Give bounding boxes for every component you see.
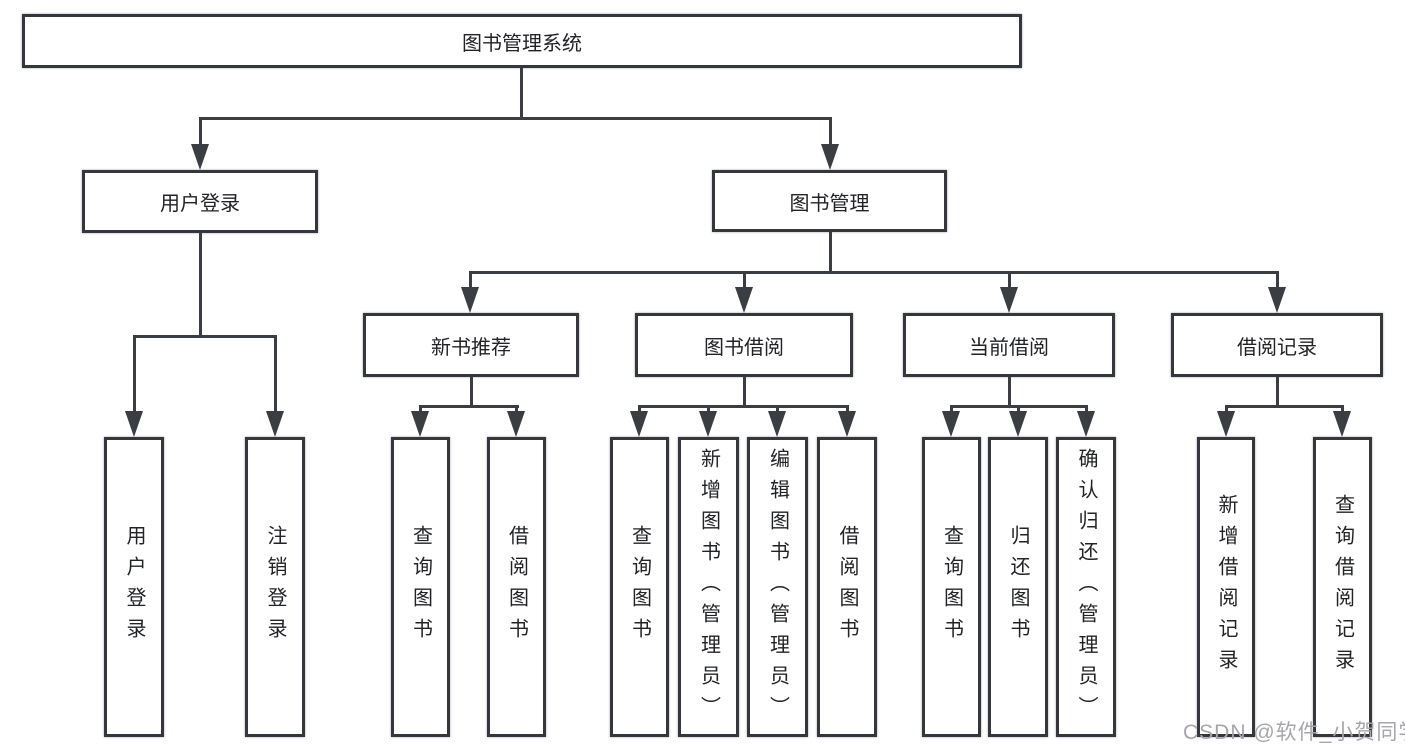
- arrow-down-icon: [1000, 287, 1018, 313]
- node-return-books: 归还图书: [988, 437, 1048, 737]
- node-label: 注销登录: [264, 525, 286, 649]
- arrow-down-icon: [821, 144, 839, 170]
- node-label: 新增借阅记录: [1215, 494, 1237, 680]
- connector-line: [1085, 405, 1088, 415]
- connector-line: [274, 335, 277, 413]
- connector-line: [133, 335, 136, 413]
- connector-line: [1276, 271, 1279, 291]
- node-query-borrow-record: 查询借阅记录: [1313, 437, 1372, 737]
- node-query-books-recommend: 查询图书: [391, 437, 450, 737]
- arrow-down-icon: [191, 144, 209, 170]
- node-label: 编辑图书（管理员）: [766, 447, 789, 727]
- arrow-down-icon: [1009, 411, 1027, 437]
- connector-line: [950, 405, 953, 415]
- connector-line: [419, 405, 422, 415]
- connector-line: [470, 377, 473, 408]
- node-label: 借阅图书: [505, 525, 528, 649]
- arrow-down-icon: [735, 287, 753, 313]
- node-new-book-recommend: 新书推荐: [363, 313, 579, 377]
- connector-line: [419, 405, 519, 408]
- arrow-down-icon: [1217, 411, 1235, 437]
- arrow-down-icon: [411, 411, 429, 437]
- node-library-system: 图书管理系统: [22, 14, 1022, 68]
- node-current-borrowing: 当前借阅: [903, 313, 1115, 377]
- node-label: 新增图书（管理员）: [697, 447, 720, 727]
- arrow-down-icon: [1333, 411, 1351, 437]
- node-label: 查询借阅记录: [1331, 494, 1354, 680]
- node-add-borrow-record: 新增借阅记录: [1197, 437, 1255, 737]
- arrow-down-icon: [125, 411, 143, 437]
- arrow-down-icon: [461, 287, 479, 313]
- arrow-down-icon: [507, 411, 525, 437]
- connector-line: [1341, 405, 1344, 415]
- arrow-down-icon: [838, 411, 856, 437]
- csdn-watermark: CSDN @软件_小贺同学: [1183, 721, 1405, 744]
- connector-line: [1225, 405, 1228, 415]
- arrow-down-icon: [266, 411, 284, 437]
- node-query-books-borrow: 查询图书: [610, 437, 669, 737]
- node-label: 图书管理系统: [462, 32, 582, 55]
- arrow-down-icon: [942, 411, 960, 437]
- connector-line: [707, 405, 710, 415]
- connector-line: [515, 405, 518, 415]
- connector-line: [469, 271, 1279, 274]
- node-edit-books-admin: 编辑图书（管理员）: [747, 437, 808, 737]
- node-logout: 注销登录: [245, 437, 305, 737]
- node-borrowing-records: 借阅记录: [1171, 313, 1383, 377]
- connector-line: [1017, 405, 1020, 415]
- connector-line: [133, 335, 277, 338]
- node-confirm-return-admin: 确认归还（管理员）: [1056, 437, 1116, 737]
- node-label: 用户登录: [160, 193, 240, 215]
- node-label: 图书管理: [789, 192, 870, 215]
- node-label: 新书推荐: [431, 336, 511, 359]
- connector-line: [743, 377, 746, 408]
- node-label: 借阅图书: [836, 525, 858, 649]
- node-borrow-books-recommend: 借阅图书: [487, 437, 546, 737]
- node-label: 查询图书: [409, 525, 432, 649]
- connector-line: [469, 271, 472, 291]
- connector-line: [743, 271, 746, 291]
- connector-line: [1225, 405, 1344, 408]
- node-label: 确认归还（管理员）: [1075, 447, 1097, 727]
- node-label: 查询图书: [628, 525, 651, 649]
- node-book-management: 图书管理: [712, 170, 947, 232]
- node-label: 归还图书: [1007, 525, 1029, 649]
- node-query-books-current: 查询图书: [922, 437, 981, 737]
- arrow-down-icon: [1268, 287, 1286, 313]
- connector-line: [199, 117, 202, 145]
- connector-line: [520, 68, 523, 118]
- connector-line: [829, 117, 832, 145]
- node-label: 图书借阅: [704, 336, 784, 359]
- node-book-borrowing: 图书借阅: [635, 313, 853, 377]
- node-label: 当前借阅: [969, 336, 1049, 359]
- connector-line: [1008, 377, 1011, 408]
- arrow-down-icon: [1077, 411, 1095, 437]
- node-borrow-books-borrow: 借阅图书: [817, 437, 877, 737]
- node-label: 借阅记录: [1237, 336, 1317, 359]
- connector-line: [776, 405, 779, 415]
- node-user-login-leaf: 用户登录: [104, 437, 164, 737]
- connector-line: [846, 405, 849, 415]
- node-label: 查询图书: [940, 525, 963, 649]
- arrow-down-icon: [699, 411, 717, 437]
- connector-line: [1276, 377, 1279, 408]
- connector-line: [199, 233, 202, 338]
- connector-line: [199, 117, 832, 120]
- arrow-down-icon: [768, 411, 786, 437]
- connector-line: [638, 405, 641, 415]
- connector-line: [638, 405, 849, 408]
- node-label: 用户登录: [123, 525, 145, 649]
- connector-line: [1008, 271, 1011, 291]
- arrow-down-icon: [630, 411, 648, 437]
- node-add-books-admin: 新增图书（管理员）: [678, 437, 739, 737]
- node-user-login: 用户登录: [82, 170, 318, 233]
- connector-line: [829, 232, 832, 273]
